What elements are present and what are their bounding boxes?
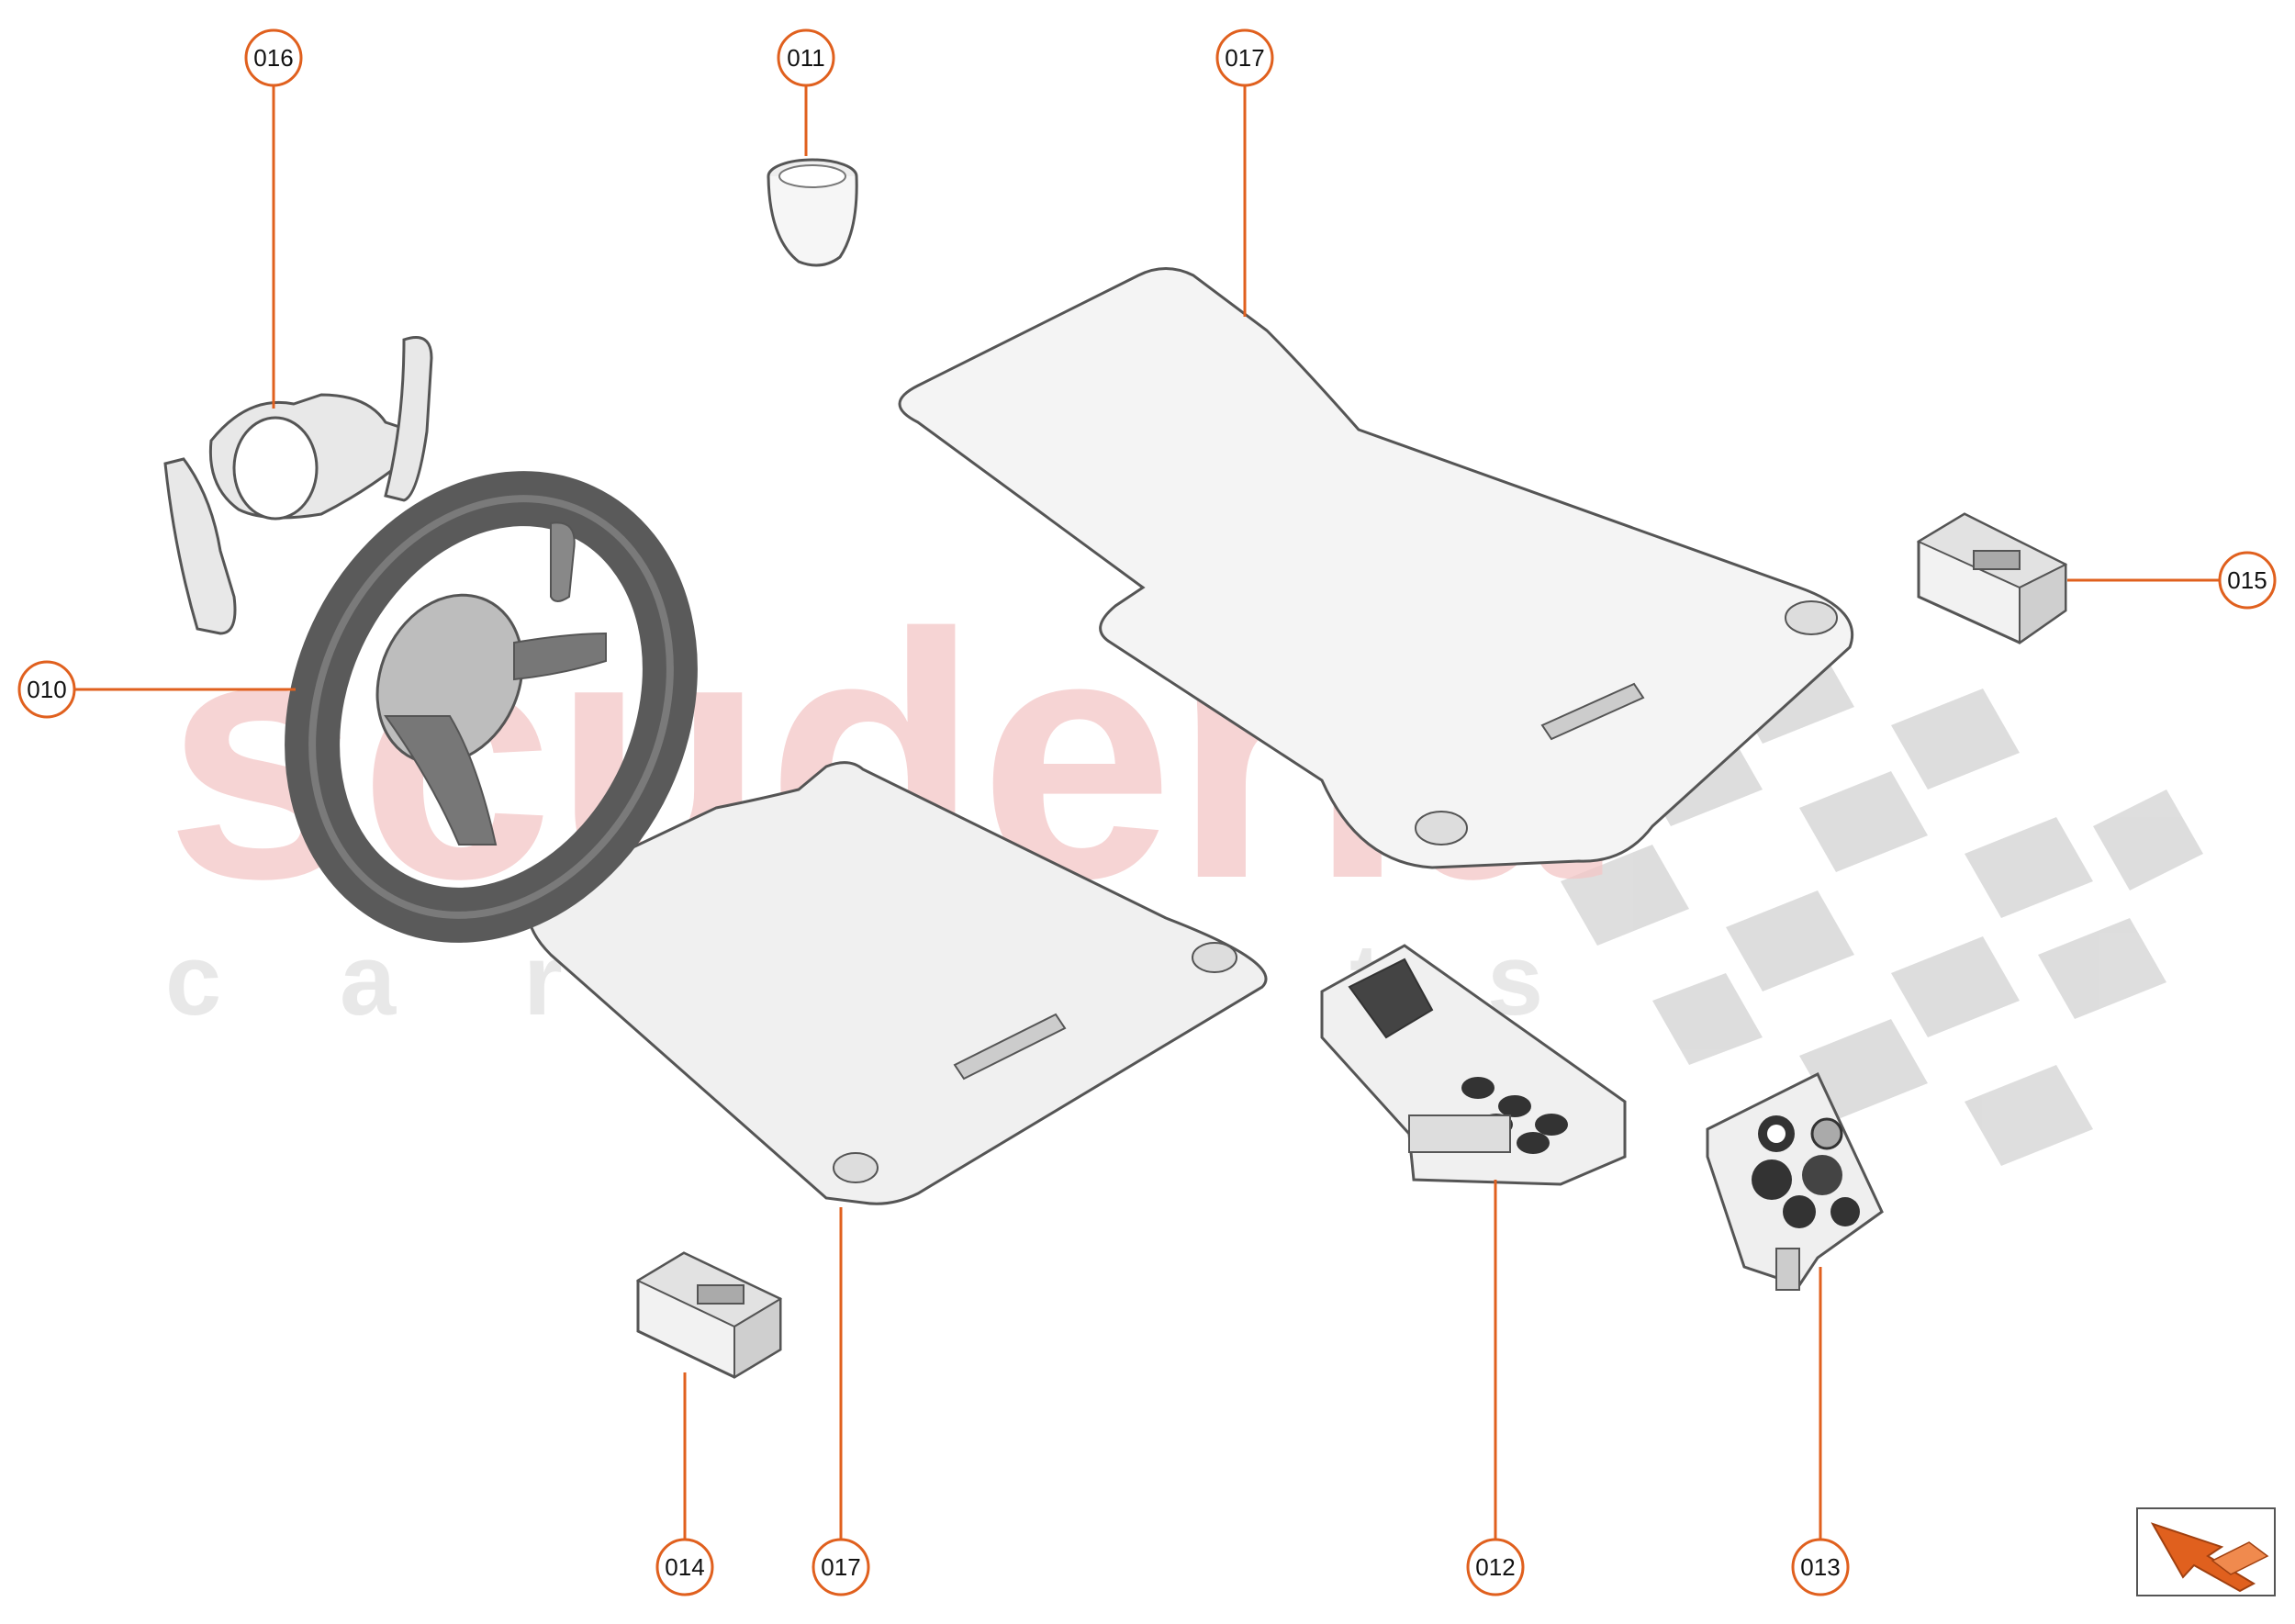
carparts-letter: a [340, 924, 397, 1036]
callout-label: 016 [253, 44, 293, 72]
leader-lines [73, 84, 2220, 1539]
switch-panel[interactable] [1706, 1071, 1884, 1291]
callout-label: 015 [2227, 566, 2267, 594]
floor-mat-small[interactable] [527, 761, 1268, 1205]
navigation-arrow-button[interactable] [2136, 1507, 2276, 1596]
callout-label: 017 [821, 1553, 860, 1581]
callout-013[interactable]: 013 [1791, 1538, 1850, 1596]
callout-010[interactable]: 010 [17, 660, 76, 719]
callout-016[interactable]: 016 [244, 28, 303, 87]
callout-017-bottom[interactable]: 017 [812, 1538, 870, 1596]
floor-mat-large[interactable] [898, 267, 1854, 869]
callout-017-top[interactable]: 017 [1215, 28, 1274, 87]
carparts-letter: c [165, 924, 221, 1036]
callout-012[interactable]: 012 [1466, 1538, 1525, 1596]
callout-014[interactable]: 014 [655, 1538, 714, 1596]
callout-label: 017 [1225, 44, 1264, 72]
steering-ring[interactable] [767, 158, 858, 267]
window-switch-right[interactable] [1916, 512, 2068, 644]
callout-label: 014 [665, 1553, 704, 1581]
paddle-shifter[interactable] [163, 336, 433, 635]
callout-label: 012 [1475, 1553, 1515, 1581]
orange-arrow-icon [2150, 1522, 2269, 1593]
callout-label: 013 [1800, 1553, 1840, 1581]
callout-015[interactable]: 015 [2218, 551, 2277, 610]
center-console[interactable] [1320, 944, 1627, 1186]
callout-label: 011 [787, 44, 824, 72]
callout-label: 010 [27, 676, 66, 703]
window-switch-left[interactable] [635, 1251, 783, 1379]
steering-wheel[interactable] [246, 440, 736, 974]
callout-011[interactable]: 011 [777, 28, 835, 87]
